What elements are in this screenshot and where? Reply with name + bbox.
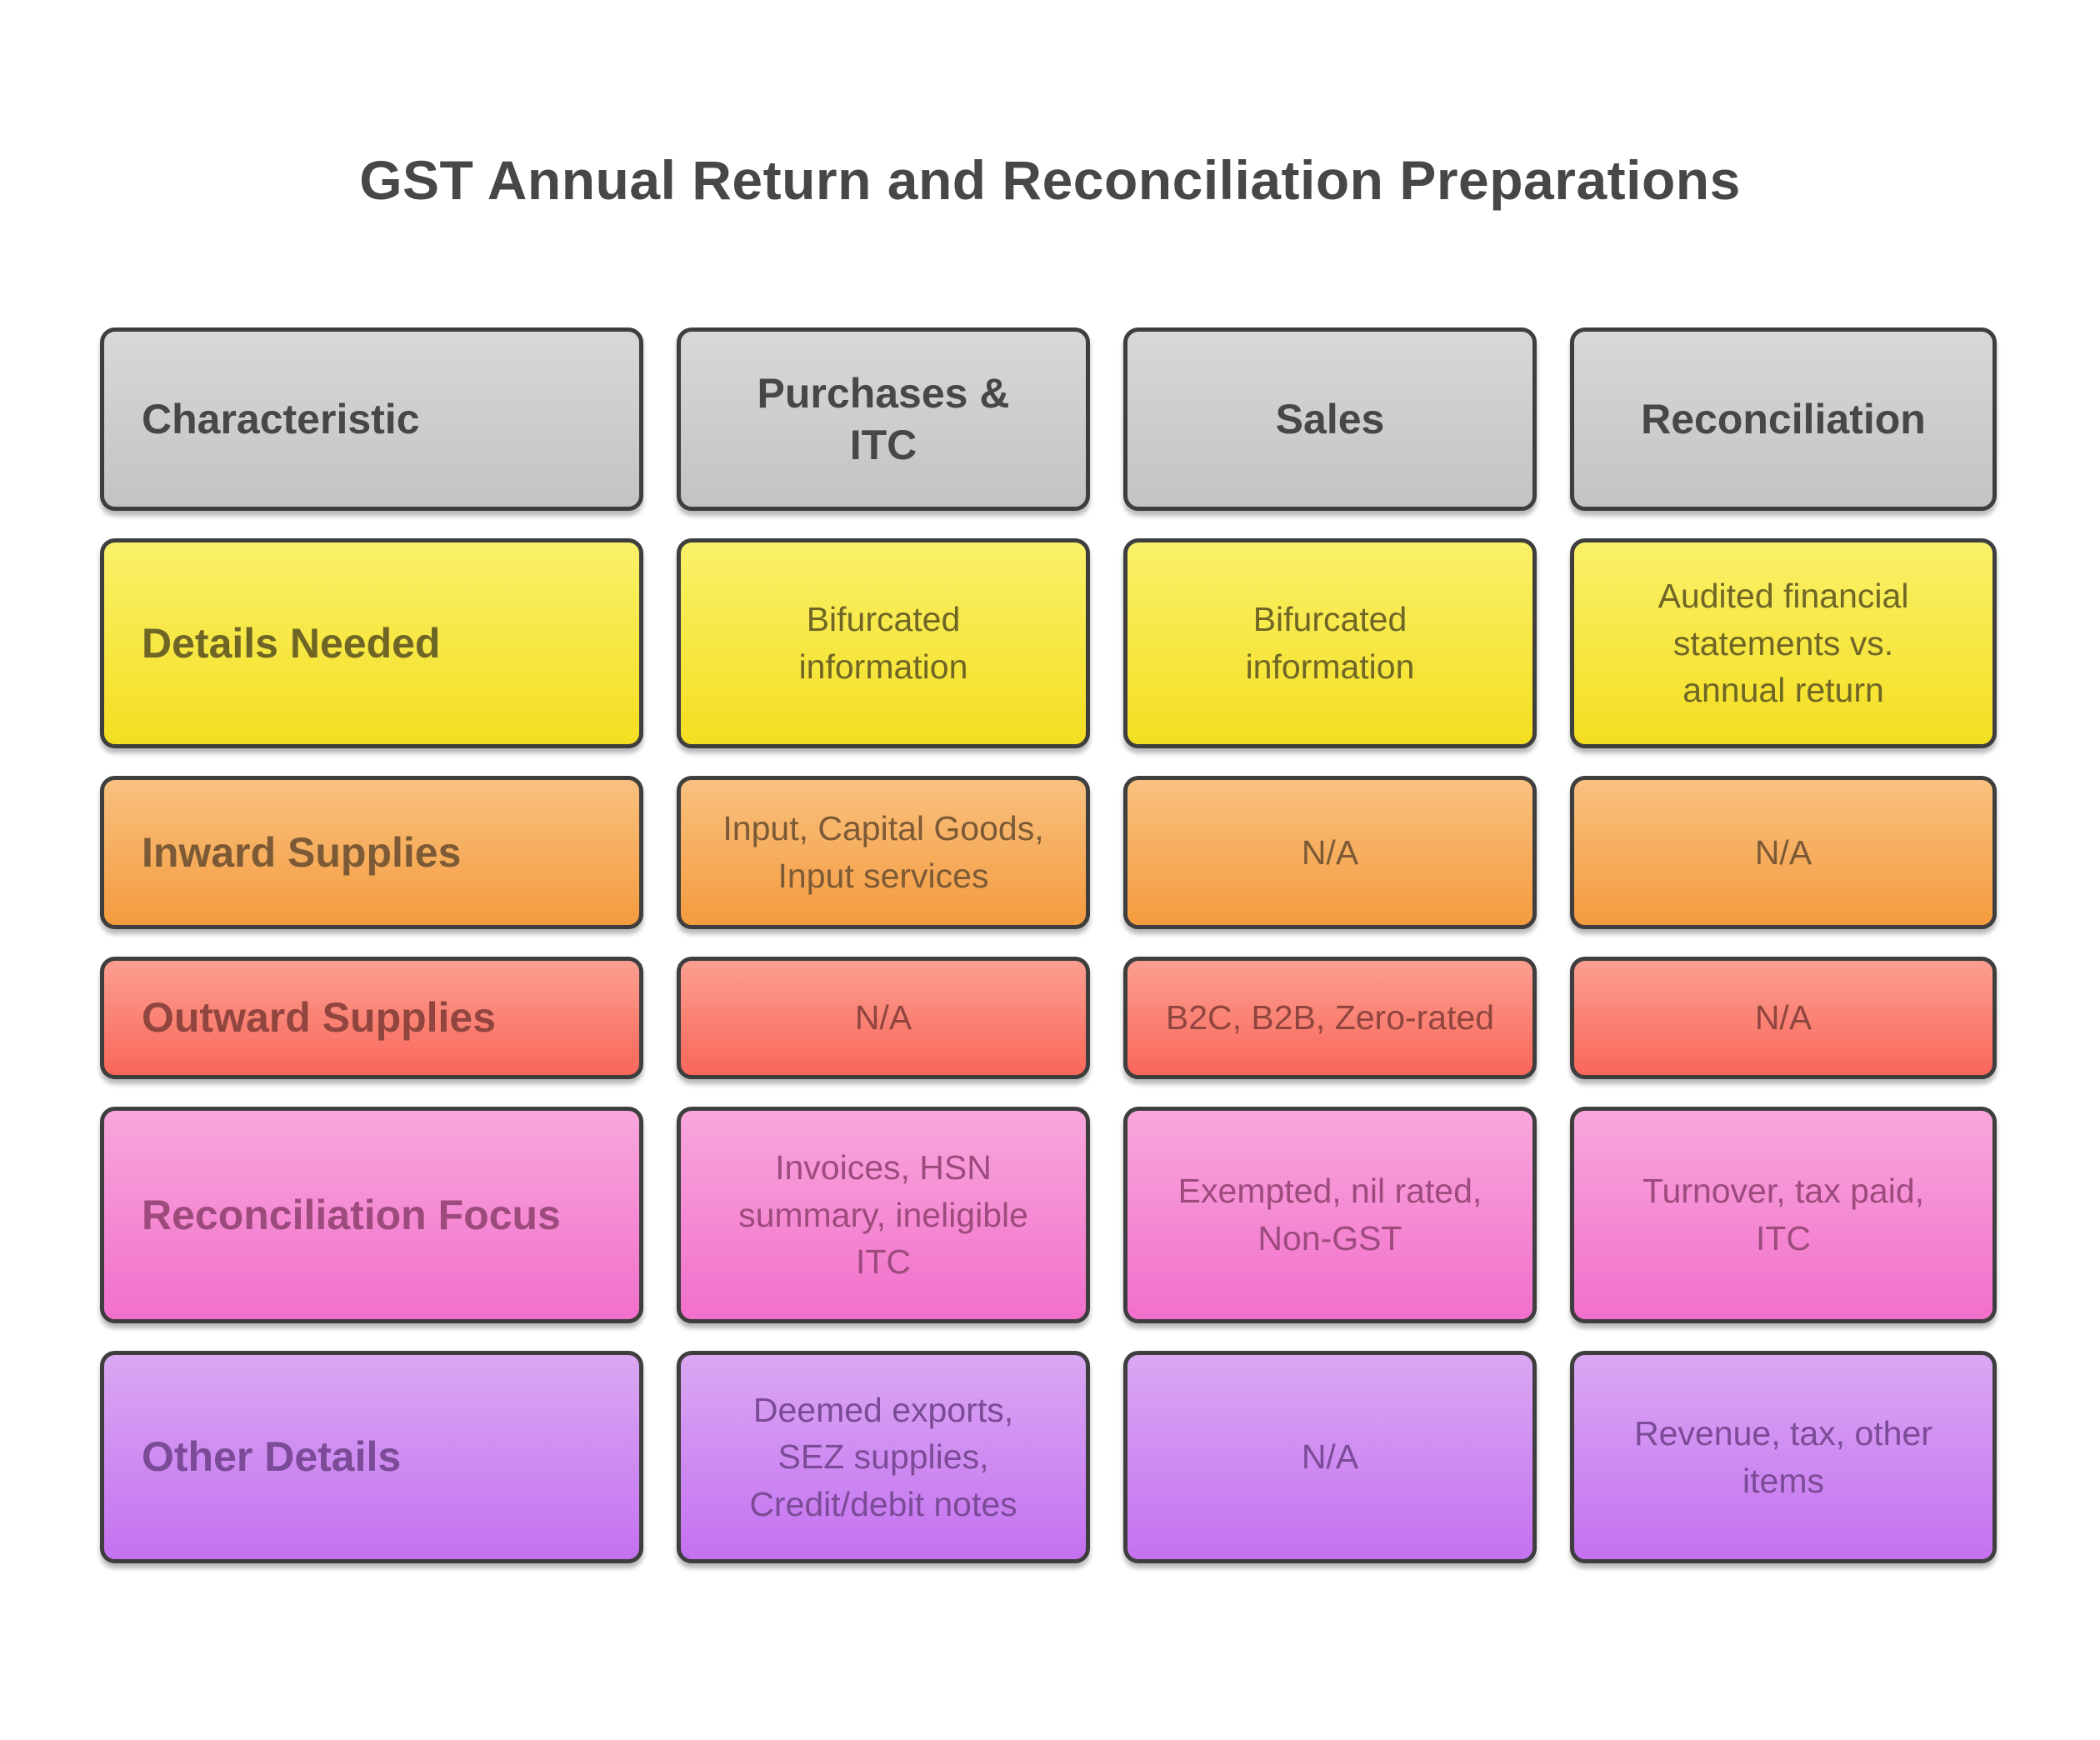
cell-inward-purchases: Input, Capital Goods, Input services	[677, 776, 1090, 929]
column-header-reconciliation: Reconciliation	[1570, 328, 1997, 511]
row-label-text: Details Needed	[142, 619, 441, 667]
cell-text: Invoices, HSN summary, ineligible ITC	[738, 1148, 1028, 1282]
cell-text: Deemed exports, SEZ supplies, Credit/deb…	[749, 1390, 1018, 1523]
cell-other-reconciliation: Revenue, tax, other items	[1570, 1351, 1997, 1563]
cell-outward-purchases: N/A	[677, 957, 1090, 1079]
cell-text: N/A	[1301, 1438, 1359, 1477]
cell-text: Audited financial statements vs. annual …	[1658, 577, 1909, 710]
row-label-outward-supplies: Outward Supplies	[100, 957, 643, 1079]
cell-other-sales: N/A	[1123, 1351, 1537, 1563]
cell-text: N/A	[1754, 998, 1812, 1038]
row-label-text: Inward Supplies	[142, 828, 462, 876]
cell-inward-reconciliation: N/A	[1570, 776, 1997, 929]
cell-outward-sales: B2C, B2B, Zero-rated	[1123, 957, 1537, 1079]
row-label-other-details: Other Details	[100, 1351, 643, 1563]
cell-outward-reconciliation: N/A	[1570, 957, 1997, 1079]
row-label-text: Reconciliation Focus	[142, 1191, 561, 1238]
cell-text: N/A	[1754, 832, 1812, 872]
column-header-purchases-itc: Purchases & ITC	[677, 328, 1090, 511]
cell-text: Revenue, tax, other items	[1634, 1413, 1932, 1500]
row-label-text: Other Details	[142, 1433, 402, 1481]
cell-text: Input, Capital Goods, Input services	[722, 809, 1044, 895]
row-label-inward-supplies: Inward Supplies	[100, 776, 643, 929]
page-title: GST Annual Return and Reconciliation Pre…	[359, 149, 1741, 211]
cell-reconciliation-purchases: Invoices, HSN summary, ineligible ITC	[677, 1107, 1090, 1323]
cell-details-purchases: Bifurcated information	[677, 538, 1090, 748]
cell-text: Exempted, nil rated, Non-GST	[1178, 1172, 1482, 1258]
row-label-text: Outward Supplies	[142, 994, 497, 1042]
cell-other-purchases: Deemed exports, SEZ supplies, Credit/deb…	[677, 1351, 1090, 1563]
cell-reconciliation-sales: Exempted, nil rated, Non-GST	[1123, 1107, 1537, 1323]
comparison-table: Characteristic Purchases & ITC Sales Rec…	[100, 328, 1997, 1563]
column-header-characteristic: Characteristic	[100, 328, 643, 511]
cell-text: B2C, B2B, Zero-rated	[1165, 998, 1495, 1038]
cell-text: Bifurcated information	[798, 600, 968, 686]
cell-text: Turnover, tax paid, ITC	[1642, 1172, 1925, 1258]
column-header-text: Reconciliation	[1641, 395, 1926, 442]
column-header-sales: Sales	[1123, 328, 1537, 511]
cell-text: N/A	[1301, 832, 1359, 872]
cell-details-sales: Bifurcated information	[1123, 538, 1537, 748]
cell-text: N/A	[854, 998, 912, 1038]
cell-inward-sales: N/A	[1123, 776, 1537, 929]
row-label-details-needed: Details Needed	[100, 538, 643, 748]
cell-reconciliation-reconciliation: Turnover, tax paid, ITC	[1570, 1107, 1997, 1323]
cell-text: Bifurcated information	[1245, 600, 1415, 686]
column-header-text: Sales	[1275, 395, 1385, 442]
column-header-text: Purchases & ITC	[757, 369, 1010, 469]
row-label-reconciliation-focus: Reconciliation Focus	[100, 1107, 643, 1323]
column-header-text: Characteristic	[142, 395, 420, 442]
cell-details-reconciliation: Audited financial statements vs. annual …	[1570, 538, 1997, 748]
